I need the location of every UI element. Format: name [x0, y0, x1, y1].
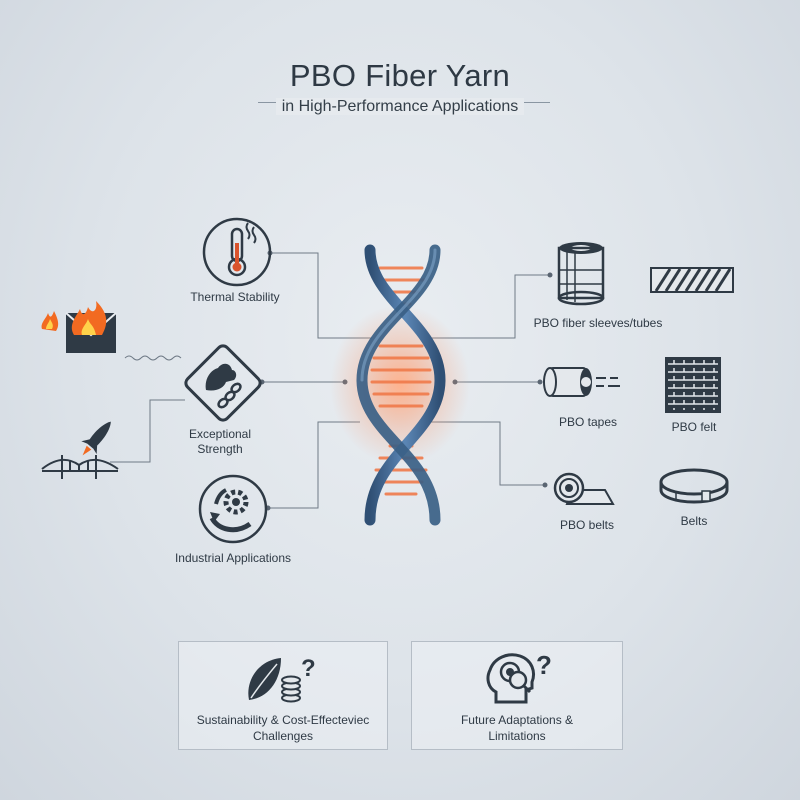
card-sustainability: ? Sustainability & Cost-Effecteviec Chal… [178, 641, 388, 750]
label-strength-line2: Strength [197, 442, 243, 456]
label-exceptional-strength: Exceptional Strength [160, 427, 280, 457]
belt-roll-icon [553, 472, 615, 505]
woven-felt-icon [665, 357, 721, 413]
card-future-line1: Future Adaptations & [460, 713, 574, 727]
card-future-line2: Limitations [488, 729, 546, 743]
label-thermal-stability: Thermal Stability [190, 290, 280, 304]
page-subtitle: in High-Performance Applications [0, 98, 800, 116]
muscle-chain-icon [184, 344, 262, 422]
question-mark-icon: ? [301, 655, 316, 682]
label-pbo-belts: PBO belts [559, 518, 615, 532]
rocket-bridge-icon [41, 421, 119, 479]
gear-cycle-icon [198, 474, 268, 544]
belt-loop-icon [659, 468, 729, 504]
dna-helix-icon [330, 244, 470, 526]
card-future-label: Future Adaptations & Limitations [412, 712, 622, 744]
label-pbo-tapes: PBO tapes [558, 415, 618, 429]
woven-strip-icon [650, 267, 734, 293]
label-pbo-sleeves: PBO fiber sleeves/tubes [533, 316, 663, 330]
card-sustainability-label: Sustainability & Cost-Effecteviec Challe… [179, 712, 387, 744]
connector-strength-wavy [124, 355, 182, 361]
head-magnifier-icon: ? [486, 650, 552, 704]
question-mark-icon: ? [536, 650, 552, 680]
tape-roll-icon [543, 367, 620, 397]
label-belts: Belts [680, 514, 708, 528]
connector-sleeves [425, 274, 550, 339]
card-future: ? Future Adaptations & Limitations [411, 641, 623, 750]
label-pbo-felt: PBO felt [671, 420, 717, 434]
page-title: PBO Fiber Yarn [289, 58, 511, 93]
label-strength-line1: Exceptional [188, 427, 252, 441]
thermometer-icon [202, 217, 272, 287]
connector-strength-to-rocket [110, 399, 185, 463]
connector-belts [425, 421, 545, 486]
card-sustainability-line2: Challenges [252, 729, 314, 743]
fire-shield-icon [41, 301, 117, 353]
card-sustainability-line1: Sustainability & Cost-Effecteviec [196, 713, 370, 727]
leaf-coins-icon: ? [248, 655, 316, 703]
fiber-roll-icon [557, 242, 605, 306]
label-industrial-applications: Industrial Applications [174, 551, 292, 565]
subtitle-text: in High-Performance Applications [275, 98, 525, 115]
